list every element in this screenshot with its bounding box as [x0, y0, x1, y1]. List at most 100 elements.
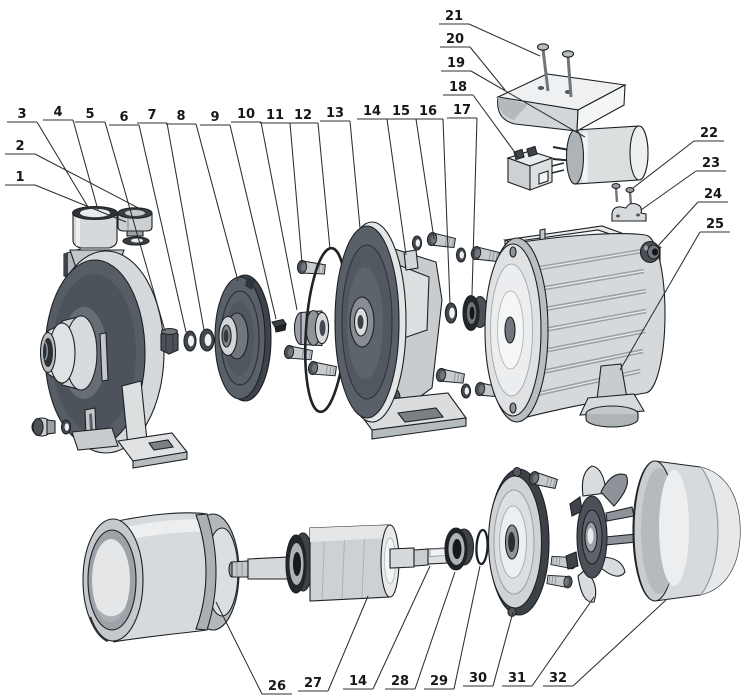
washer-15c [460, 383, 472, 399]
casing-bolt-mid-2 [307, 360, 338, 379]
svg-text:26: 26 [268, 679, 286, 694]
part-label-31-31: 31 [502, 596, 595, 687]
part-label-29-29: 29 [424, 565, 481, 690]
part-label-14-27: 14 [343, 565, 431, 690]
svg-text:14: 14 [363, 104, 381, 119]
casing-bolt-upper [296, 259, 327, 277]
cover-screws [536, 43, 575, 98]
pump-cover-and-bracket [334, 221, 467, 440]
motor-foot [579, 363, 645, 428]
svg-text:14: 14 [349, 674, 367, 689]
svg-text:20: 20 [446, 32, 464, 47]
part-label-24-23: 24 [656, 187, 728, 248]
part-label-20-19: 20 [440, 32, 506, 91]
shaft-seal [462, 294, 489, 332]
svg-text:21: 21 [445, 9, 463, 24]
svg-text:30: 30 [469, 671, 487, 686]
part-label-14-13: 14 [357, 104, 407, 256]
part-label-6-5: 6 [109, 110, 187, 333]
impeller [214, 274, 272, 402]
impeller-nut [160, 327, 179, 355]
svg-text:10: 10 [237, 107, 255, 122]
part-label-7-6: 7 [137, 108, 205, 331]
svg-text:31: 31 [508, 671, 526, 686]
fan-cover [632, 460, 741, 602]
part-label-28-28: 28 [385, 571, 456, 690]
motor-body [484, 225, 666, 423]
casing-bolt-mid-1 [283, 344, 314, 363]
svg-text:32: 32 [549, 671, 567, 686]
impeller-washer [183, 330, 197, 352]
rotor-shaft [228, 524, 451, 602]
svg-text:28: 28 [391, 674, 409, 689]
cover-bolt-1 [425, 231, 457, 250]
cable-clamp [611, 202, 647, 222]
part-label-18-17: 18 [443, 80, 520, 159]
svg-text:22: 22 [700, 126, 718, 141]
rear-end-cover [487, 466, 550, 618]
circlip [475, 528, 489, 566]
svg-text:19: 19 [447, 56, 465, 71]
part-label-8-7: 8 [166, 109, 239, 282]
svg-text:24: 24 [704, 187, 722, 202]
pump-casing [39, 205, 189, 469]
svg-text:13: 13 [326, 106, 344, 121]
bearing [444, 527, 475, 571]
svg-text:12: 12 [294, 108, 312, 123]
part-label-27-26: 27 [298, 595, 369, 692]
fan [565, 465, 638, 603]
part-label-19-18: 19 [441, 56, 586, 138]
svg-text:8: 8 [176, 109, 185, 124]
svg-text:11: 11 [266, 108, 284, 123]
svg-text:9: 9 [210, 110, 219, 125]
retaining-ring [444, 302, 458, 324]
svg-text:6: 6 [119, 110, 128, 125]
svg-text:16: 16 [419, 104, 437, 119]
svg-text:3: 3 [17, 107, 26, 122]
capacitor [552, 125, 649, 185]
washer-15b [455, 247, 467, 263]
part-label-16-15: 16 [413, 104, 451, 305]
part-label-5-4: 5 [75, 107, 166, 332]
stator [82, 512, 240, 643]
mechanical-seal [293, 309, 330, 347]
part-label-30-30: 30 [463, 611, 514, 687]
part-label-17-16: 17 [447, 103, 478, 296]
cover-bolt-2 [469, 245, 501, 264]
part-label-13-12: 13 [320, 106, 361, 229]
svg-text:27: 27 [304, 676, 322, 691]
part-label-26-25: 26 [215, 601, 292, 695]
part-label-3-2: 3 [7, 107, 89, 208]
svg-text:7: 7 [147, 108, 156, 123]
part-label-25-24: 25 [619, 217, 730, 371]
cable-grommet [639, 240, 661, 264]
part-label-12-11: 12 [288, 108, 331, 250]
svg-text:23: 23 [702, 156, 720, 171]
part-label-15-14: 15 [386, 104, 435, 240]
svg-text:2: 2 [15, 139, 24, 154]
part-label-10-9: 10 [231, 107, 298, 311]
terminal-block [506, 145, 565, 191]
spring-ring [199, 328, 215, 352]
part-label-1-0: 1 [5, 170, 127, 223]
part-label-32-32: 32 [543, 599, 667, 687]
part-label-21-20: 21 [439, 9, 541, 57]
part-label-9-8: 9 [200, 110, 277, 320]
cover-bolt-3 [434, 367, 466, 386]
svg-text:4: 4 [53, 105, 62, 120]
part-label-23-22: 23 [640, 156, 726, 211]
svg-text:18: 18 [449, 80, 467, 95]
part-label-22-21: 22 [632, 126, 724, 189]
svg-text:1: 1 [15, 170, 24, 185]
svg-text:29: 29 [430, 674, 448, 689]
part-label-11-10: 11 [260, 108, 303, 264]
washer-15 [411, 235, 423, 251]
svg-text:15: 15 [392, 104, 410, 119]
svg-text:5: 5 [85, 107, 94, 122]
shaft-key [271, 318, 287, 333]
terminal-box-cover [496, 73, 627, 132]
svg-text:25: 25 [706, 217, 724, 232]
